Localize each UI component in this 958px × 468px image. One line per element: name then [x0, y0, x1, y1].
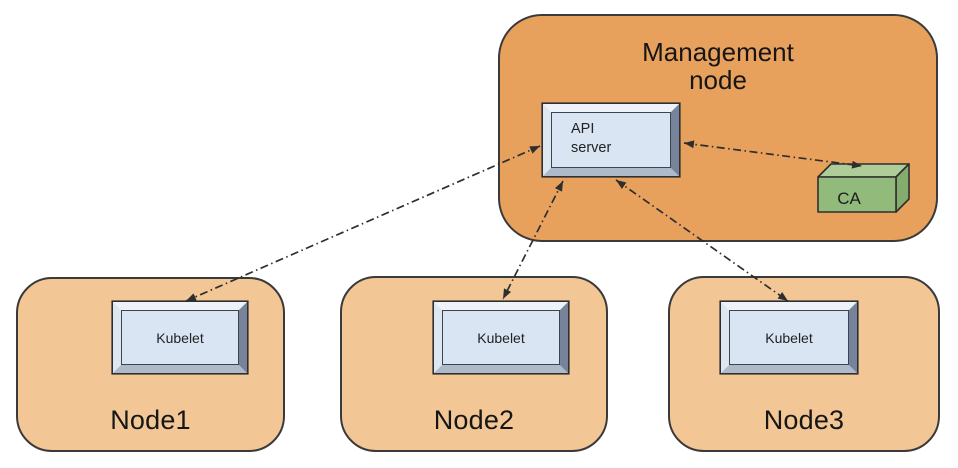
kubelet-label-node3: Kubelet	[765, 329, 813, 346]
api-server-box: API server	[543, 104, 679, 176]
management-node-title: Management node	[642, 37, 794, 95]
kubelet-box-node3: Kubelet	[721, 302, 857, 373]
kubelet-label-node1: Kubelet	[156, 329, 204, 346]
api-server-label: API server	[571, 121, 612, 156]
kubelet-box-node1: Kubelet	[113, 302, 247, 373]
kubelet-label-node2: Kubelet	[477, 329, 525, 346]
ca-box: CA	[817, 163, 910, 213]
worker-node-1-label: Node1	[110, 405, 191, 435]
ca-label: CA	[837, 189, 861, 208]
worker-node-3-label: Node3	[763, 405, 845, 435]
ca-box-top-face	[817, 163, 910, 178]
kubelet-box-node2: Kubelet	[434, 302, 568, 373]
ca-box-front-face	[817, 176, 897, 213]
worker-node-2-label: Node2	[433, 405, 515, 435]
